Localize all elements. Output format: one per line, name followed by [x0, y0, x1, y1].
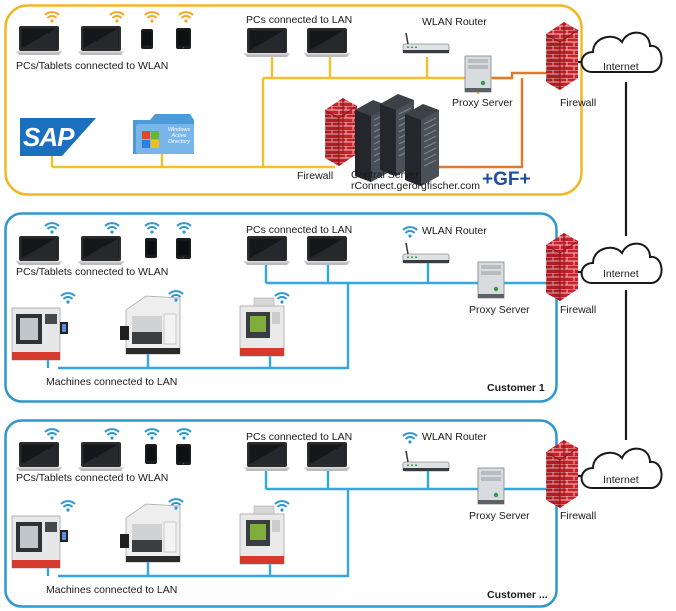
c1-machine-1 — [11, 307, 69, 361]
c2-pcs-tablets-label: PCs/Tablets connected to WLAN — [16, 472, 169, 484]
c2-machine-1 — [11, 515, 69, 569]
c1-wlan-router-label: WLAN Router — [422, 225, 487, 237]
active-directory-folder-icon — [133, 114, 194, 154]
c2-phone-1 — [145, 444, 157, 464]
gf-proxy-server-label: Proxy Server — [452, 97, 513, 109]
c2-proxy-server-label: Proxy Server — [469, 510, 530, 522]
gf-lan-laptop-2 — [304, 28, 350, 57]
c1-lan-laptop-2 — [304, 236, 350, 265]
gf-wifi-icon-1 — [44, 11, 60, 24]
c2-lan-laptop-2 — [304, 442, 350, 471]
c1-customer-label: Customer 1 — [487, 382, 545, 394]
c2-lan-laptop-1 — [244, 442, 290, 471]
gf-phone-1 — [141, 29, 153, 49]
c2-laptop-1 — [16, 442, 62, 471]
central-server-label: Central Server: — [351, 169, 422, 181]
c1-router-wifi-icon — [402, 226, 418, 239]
c1-tablet-1 — [176, 238, 191, 259]
c1-pcs-tablets-label: PCs/Tablets connected to WLAN — [16, 266, 169, 278]
c2-machine-3 — [239, 505, 285, 565]
gf-lan-laptop-1 — [244, 28, 290, 57]
c2-wifi-icon-2 — [104, 428, 120, 441]
c1-wifi-icon-3 — [144, 222, 160, 235]
internet-label-2: Internet — [603, 268, 639, 280]
c2-laptop-2 — [78, 442, 124, 471]
c2-router-wifi-icon — [402, 432, 418, 445]
gf-firewall-outer-icon — [545, 21, 579, 91]
gf-tablet-1 — [176, 28, 191, 49]
customer1-panel-border — [4, 212, 558, 403]
c2-machine-2 — [119, 503, 181, 563]
c2-machines-label: Machines connected to LAN — [46, 584, 178, 596]
gf-panel-border — [4, 4, 583, 196]
c2-wlan-router-label: WLAN Router — [422, 431, 487, 443]
c2-wifi-icon-4 — [176, 428, 192, 441]
c1-firewall-icon — [545, 232, 579, 302]
c1-wifi-icon-1 — [44, 222, 60, 235]
c1-machines-label: Machines connected to LAN — [46, 376, 178, 388]
c1-router-icon — [402, 242, 450, 264]
internet-label-3: Internet — [603, 474, 639, 486]
gf-wifi-icon-2 — [109, 11, 125, 24]
gf-proxy-server-icon — [464, 55, 492, 93]
c2-router-icon — [402, 450, 450, 472]
gf-wlan-router-label: WLAN Router — [422, 16, 487, 28]
gf-firewall-outer-label: Firewall — [560, 97, 597, 109]
gf-wifi-icon-3 — [144, 11, 160, 24]
central-server-host-label: rConnect.gerorgfischer.com — [351, 180, 480, 192]
c1-firewall-label: Firewall — [560, 304, 597, 316]
gf-logo: +GF+ — [482, 169, 531, 190]
c1-proxy-server-label: Proxy Server — [469, 304, 530, 316]
c1-laptop-2 — [78, 236, 124, 265]
active-directory-logo-text: Windows Active Directory — [166, 127, 192, 145]
c1-machine-wifi-icon-3 — [274, 292, 290, 305]
ad-line-2: Active — [171, 133, 187, 139]
c2-wifi-icon-3 — [144, 428, 160, 441]
c2-proxy-server-icon — [477, 467, 505, 505]
c1-machine-2 — [119, 295, 181, 355]
c1-machine-3 — [239, 297, 285, 357]
gf-firewall-inner-label: Firewall — [297, 170, 334, 182]
gf-server-links — [438, 71, 546, 169]
c1-proxy-server-icon — [477, 261, 505, 299]
c1-lan-laptop-1 — [244, 236, 290, 265]
c1-machine-wifi-icon-1 — [60, 292, 76, 305]
gf-laptop-2 — [78, 26, 124, 55]
gf-pcs-lan-label: PCs connected to LAN — [246, 14, 353, 26]
gf-laptop-1 — [16, 26, 62, 55]
gf-router-icon — [402, 32, 450, 54]
internet-label-1: Internet — [603, 61, 639, 73]
c2-pcs-lan-label: PCs connected to LAN — [246, 431, 353, 443]
sap-logo: SAP — [23, 122, 74, 152]
sap-logo-shape — [20, 118, 96, 156]
c2-firewall-label: Firewall — [560, 510, 597, 522]
gf-wifi-icon-4 — [178, 11, 194, 24]
c2-machine-wifi-icon-1 — [60, 500, 76, 513]
c1-wifi-icon-2 — [104, 222, 120, 235]
c2-wifi-icon-1 — [44, 428, 60, 441]
gf-firewall-inner-icon — [324, 97, 358, 167]
gf-pcs-tablets-label: PCs/Tablets connected to WLAN — [16, 60, 169, 72]
c2-customer-label: Customer ... — [487, 589, 548, 601]
c1-wifi-icon-4 — [176, 222, 192, 235]
customer2-panel-border — [4, 419, 558, 608]
c2-tablet-1 — [176, 444, 191, 465]
c1-pcs-lan-label: PCs connected to LAN — [246, 224, 353, 236]
ad-line-1: Windows — [167, 127, 191, 133]
ad-line-3: Directory — [167, 139, 190, 145]
c2-machine-wifi-icon-3 — [274, 500, 290, 513]
c1-laptop-1 — [16, 236, 62, 265]
c1-phone-1 — [145, 238, 157, 258]
c2-firewall-icon — [545, 439, 579, 509]
gf-lan-lines — [50, 57, 512, 169]
